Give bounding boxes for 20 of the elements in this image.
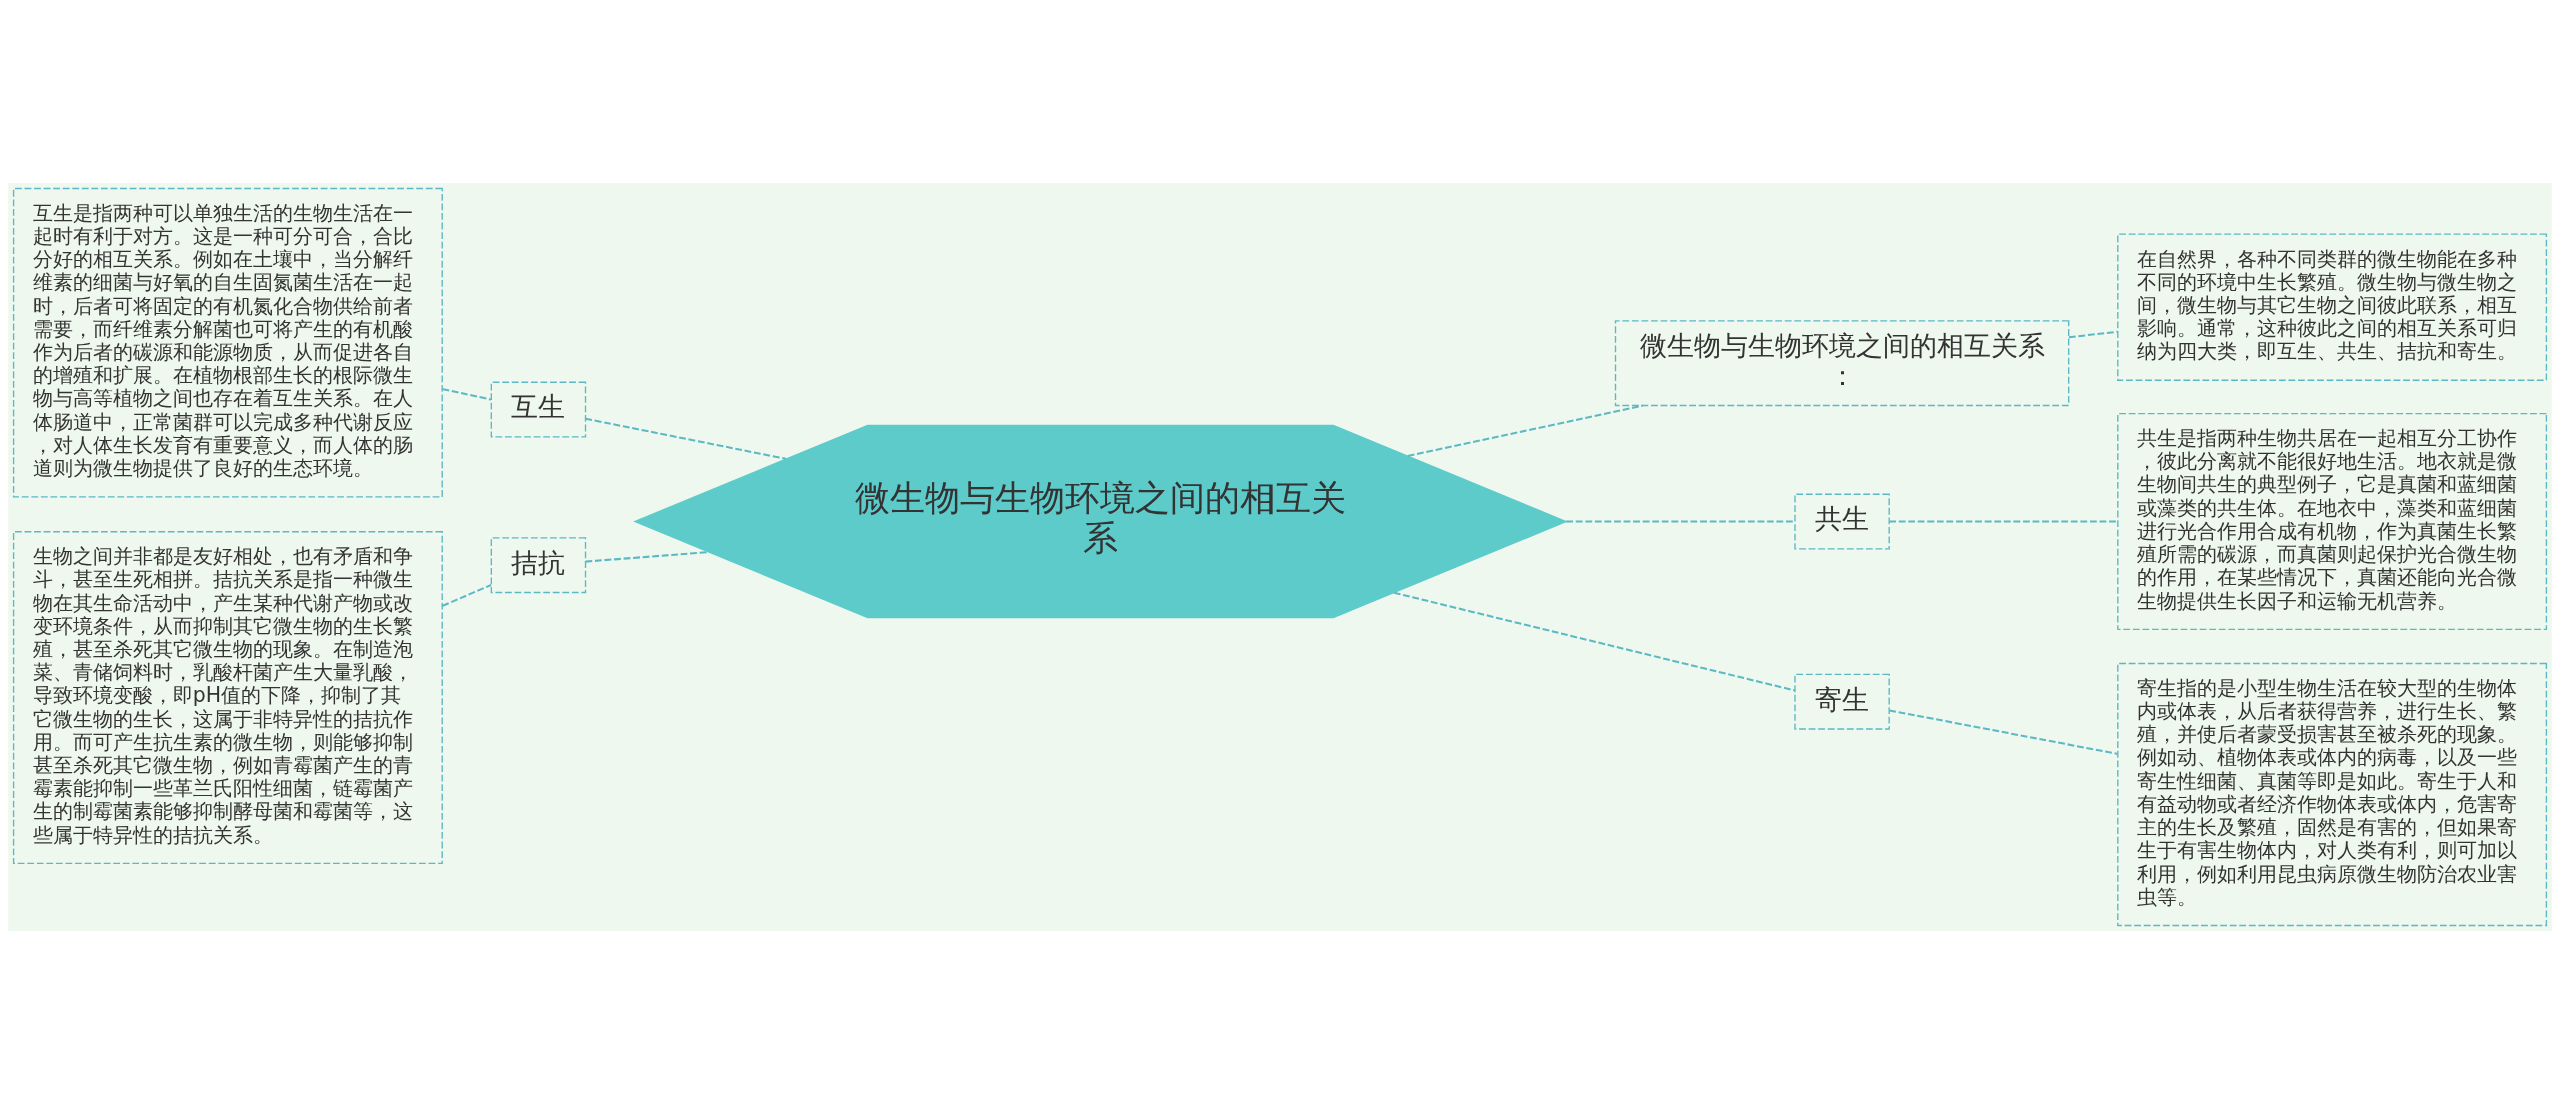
node-box: 生物之间并非都是友好相处，也有矛盾和争斗，甚至生死相拼。拮抗关系是指一种微生物在其生命活动中，产生某种代谢产物或改变环境条件，从而抑制其它微生物的生长繁殖，甚至杀死其它微生物的现象。在制造泡菜、青储饲料时，乳酸杆菌产生大量乳酸，导致环境变酸，即pH值的下降，抑制了其它微生物的生长，这属于非特异性的拮抗作用。而可产生抗生素的微生物，则能够抑制甚至杀死其它微生物，例如青霉菌产生的青霉素能抑制一些革兰氏阳性细菌，链霉菌产生的制霉菌素能够抑制酵母菌和霉菌等，这些属于特异性的拮抗关系。: [12, 530, 443, 864]
connector: [1393, 591, 1796, 692]
node-box: 微生物与生物环境之间的相互关系：: [1614, 319, 2070, 406]
connector: [441, 387, 492, 401]
connector: [1407, 404, 1643, 457]
connector: [585, 550, 709, 563]
node-box: 共生: [1794, 493, 1890, 549]
node-box: 寄生: [1794, 673, 1890, 730]
node-box: 互生: [490, 381, 587, 438]
connector: [1889, 520, 2118, 523]
node-box: 互生是指两种可以单独生活的生物生活在一起时有利于对方。这是一种可分可合，合比分好的相互关系。例如在土壤中，当分解纤维素的细菌与好氧的自生固氮菌生活在一起时，后者可将固定的有机氮化合物供给前者需要，而纤维素分解菌也可将产生的有机酸作为后者的碳源和能源物质，从而促进各自的增殖和扩展。在植物根部生长的根际微生物与高等植物之间也存在着互生关系。在人体肠道中，正常菌群可以完成多种代谢反应，对人体生长发育有重要意义，而人体的肠道则为微生物提供了良好的生态环境。: [12, 187, 443, 498]
node-box: 拮抗: [490, 536, 587, 593]
node-box: 寄生指的是小型生物生活在较大型的生物体内或体表，从后者获得营养，进行生长、繁殖，并使后者蒙受损害甚至被杀死的现象。例如动、植物体表或体内的病毒，以及一些寄生性细菌、真菌等即是如此。寄生于人和有益动物或者经济作物体表或体内，危害寄主的生长及繁殖，固然是有害的，但如果寄生于有害生物体内，对人类有利，则可加以利用，例如利用昆虫病原微生物防治农业害虫等。: [2117, 662, 2548, 926]
connector: [1566, 520, 1795, 523]
connector: [441, 583, 492, 607]
connector: [1889, 708, 2118, 755]
node-box: 共生是指两种生物共居在一起相互分工协作，彼此分离就不能很好地生活。地衣就是微生物间共生的典型例子，它是真菌和蓝细菌或藻类的共生体。在地衣中，藻类和蓝细菌进行光合作用合成有机物，作为真菌生长繁殖所需的碳源，而真菌则起保护光合微生物的作用，在某些情况下，真菌还能向光合微生物提供生长因子和运输无机营养。: [2117, 412, 2548, 630]
connector: [585, 417, 787, 460]
node-box: 在自然界，各种不同类群的微生物能在多种不同的环境中生长繁殖。微生物与微生物之间，微生物与其它生物之间彼此联系，相互影响。通常，这种彼此之间的相互关系可归纳为四大类，即互生、共生、拮抗和寄生。: [2117, 233, 2548, 381]
connector: [2068, 330, 2118, 338]
